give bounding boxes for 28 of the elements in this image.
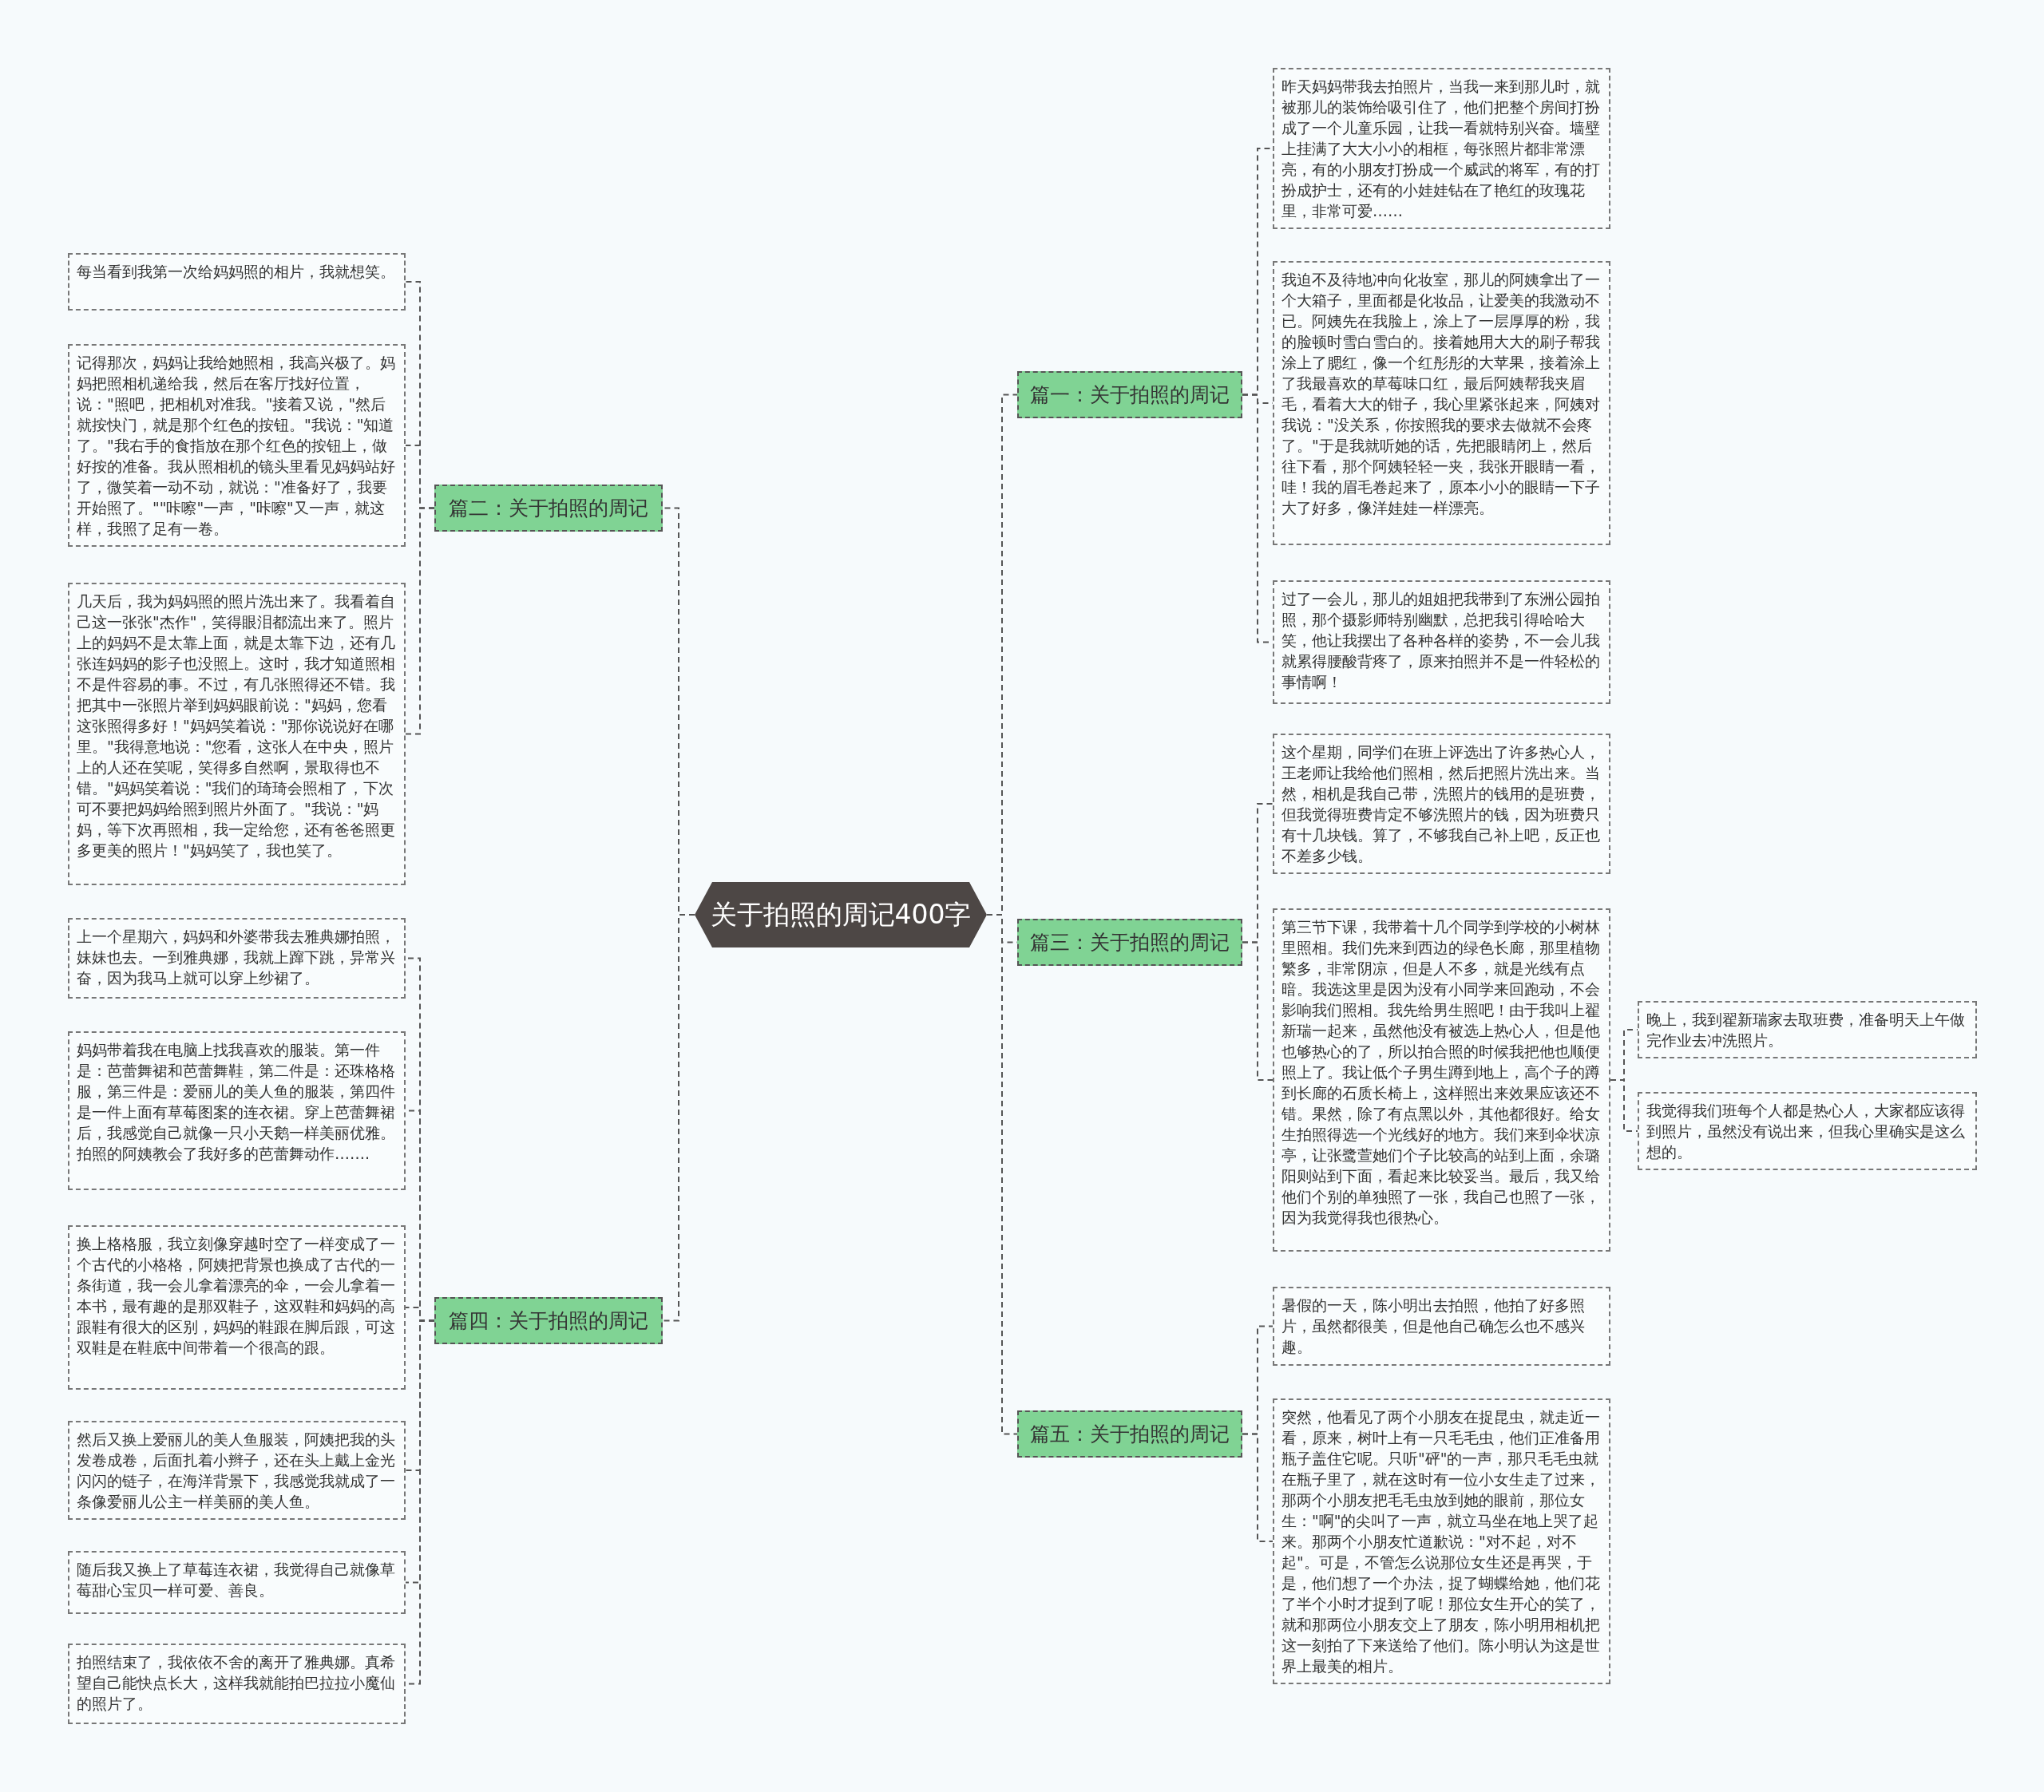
text-box: 然后又换上爱丽儿的美人鱼服装，阿姨把我的头发卷成卷，后面扎着小辫子，还在头上戴上金光闪闪的链子，在海洋背景下，我感觉我就成了一条像爱丽儿公主一样美丽的美人鱼。	[68, 1421, 406, 1520]
text-box: 我迫不及待地冲向化妆室，那儿的阿姨拿出了一个大箱子，里面都是化妆品，让爱美的我激动不已。阿姨先在我脸上，涂上了一层厚厚的粉，我的脸顿时雪白雪白的。接着她用大大的刷子帮我涂上了腮红，像一个红彤彤的大苹果，接着涂上了我最喜欢的草莓味口红，最后阿姨帮我夹眉毛，看着大大的钳子，我心里紧张起来，阿姨对我说："没关系，你按照我的要求去做就不会疼了。"于是我就听她的话，先把眼睛闭上，然后往下看，那个阿姨轻轻一夹，我张开眼睛一看，哇！我的眉毛卷起来了，原本小小的眼睛一下子大了好多，像洋娃娃一样漂亮。	[1273, 261, 1610, 545]
text-box: 晚上，我到翟新瑞家去取班费，准备明天上午做完作业去冲洗照片。	[1638, 1001, 1977, 1058]
connector-line	[1242, 941, 1274, 1081]
branch-box: 篇四：关于拍照的周记	[434, 1297, 663, 1344]
branch-box: 篇五：关于拍照的周记	[1017, 1410, 1242, 1458]
text-box: 每当看到我第一次给妈妈照的相片，我就想笑。	[68, 253, 406, 311]
text-box: 暑假的一天，陈小明出去拍照，他拍了好多照片，虽然都很美，但是他自己确怎么也不感兴趣。	[1273, 1287, 1610, 1366]
branch-box: 篇二：关于拍照的周记	[434, 485, 663, 532]
text-box: 妈妈带着我在电脑上找我喜欢的服装。第一件是：芭蕾舞裙和芭蕾舞鞋，第二件是：还珠格格服，第三件是：爱丽儿的美人鱼的服装，第四件是一件上面有草莓图案的连衣裙。穿上芭蕾舞裙后，我感觉自己就像一只小天鹅一样美丽优雅。拍照的阿姨教会了我好多的芭蕾舞动作…….	[68, 1031, 406, 1190]
connector-line	[405, 507, 435, 735]
text-box: 几天后，我为妈妈照的照片洗出来了。我看着自己这一张张"杰作"，笑得眼泪都流出来了。照片上的妈妈不是太靠上面，就是太靠下边，还有几张连妈妈的影子也没照上。这时，我才知道照相不是件容易的事。不过，有几张照得还不错。我把其中一张照片举到妈妈眼前说："妈妈，您看这张照得多好！"妈妈笑着说："那你说说好在哪里。"我得意地说："您看，这张人在中央，照片上的人还在笑呢，笑得多自然啊，景取得也不错。"妈妈笑着说："我们的琦琦会照相了，下次可不要把妈妈给照到照片外面了。"我说："妈妈，等下次再照相，我一定给您，还有爸爸照更多更美的照片！"妈妈笑了，我也笑了。	[68, 583, 406, 885]
branch-box: 篇一：关于拍照的周记	[1017, 371, 1242, 418]
topic-hexagon: 关于拍照的周记400字	[695, 882, 987, 947]
text-box: 昨天妈妈带我去拍照片，当我一来到那儿时，就被那儿的装饰给吸引住了，他们把整个房间打扮成了一个儿童乐园，让我一看就特别兴奋。墙壁上挂满了大大小小的相框，每张照片都非常漂亮，有的小朋友打扮成一个威武的将军，有的打扮成护士，还有的小娃娃钻在了艳红的玫瑰花里，非常可爱……	[1273, 68, 1610, 229]
connector-line	[1610, 1079, 1638, 1132]
text-box: 随后我又换上了草莓连衣裙，我觉得自己就像草莓甜心宝贝一样可爱、善良。	[68, 1551, 406, 1614]
branch-box: 篇三：关于拍照的周记	[1017, 919, 1242, 966]
text-box: 拍照结束了，我依依不舍的离开了雅典娜。真希望自己能快点长大，这样我就能拍巴拉拉小魔仙的照片了。	[68, 1644, 406, 1724]
text-box: 我觉得我们班每个人都是热心人，大家都应该得到照片，虽然没有说出来，但我心里确实是这么想的。	[1638, 1092, 1977, 1170]
text-box: 过了一会儿，那儿的姐姐把我带到了东洲公园拍照，那个摄影师特别幽默，总把我引得哈哈大笑，他让我摆出了各种各样的姿势，不一会儿我就累得腰酸背疼了，原来拍照并不是一件轻松的事情啊！	[1273, 580, 1610, 704]
text-box: 换上格格服，我立刻像穿越时空了一样变成了一个古代的小格格，阿姨把背景也换成了古代的一条街道，我一会儿拿着漂亮的伞，一会儿拿着一本书，最有趣的是那双鞋子，这双鞋和妈妈的高跟鞋有很大的区别，妈妈的鞋跟在脚后跟，可这双鞋是在鞋底中间带着一个很高的跟。	[68, 1225, 406, 1390]
text-box: 记得那次，妈妈让我给她照相，我高兴极了。妈妈把照相机递给我，然后在客厅找好位置，说："照吧，把相机对准我。"接着又说，"然后就按快门，就是那个红色的按钮。"我说："知道了。"我右手的食指放在那个红色的按钮上，做好按的准备。我从照相机的镜头里看见妈妈站好了，微笑着一动不动，就说："准备好了，我要开始照了。""咔嚓"一声，"咔嚓"又一声，就这样，我照了足有一卷。	[68, 344, 406, 547]
text-box: 这个星期，同学们在班上评选出了许多热心人，王老师让我给他们照相，然后把照片洗出来。当然，相机是我自己带，洗照片的钱用的是班费，但我觉得班费肯定不够洗照片的钱，因为班费只有十几块钱。算了，不够我自己补上吧，反正也不差多少钱。	[1273, 734, 1610, 874]
connector-line	[1242, 1433, 1274, 1542]
text-box: 上一个星期六，妈妈和外婆带我去雅典娜拍照，妹妹也去。一到雅典娜，我就上蹿下跳，异常兴奋，因为我马上就可以穿上纱裙了。	[68, 918, 406, 999]
text-box: 突然，他看见了两个小朋友在捉昆虫，就走近一看，原来，树叶上有一只毛毛虫，他们正准备用瓶子盖住它呢。只听"砰"的一声，那只毛毛虫就在瓶子里了，就在这时有一位小女生走了过来，那两个小朋友把毛毛虫放到她的眼前，那位女生："啊"的尖叫了一声，就立马坐在地上哭了起来。那两个小朋友忙道歉说："对不起，对不起"。可是，不管怎么说那位女生还是再哭，于是，他们想了一个办法，捉了蝴蝶给她，他们花了半个小时才捉到了呢！那位女生开心的笑了，就和那两位小朋友交上了朋友，陈小明用相机把这一刻拍了下来送给了他们。陈小明认为这是世界上最美的相片。	[1273, 1398, 1610, 1684]
text-box: 第三节下课，我带着十几个同学到学校的小树林里照相。我们先来到西边的绿色长廊，那里植物繁多，非常阴凉，但是人不多，就是光线有点暗。我选这里是因为没有小同学来回跑动，不会影响我们照相。我先给男生照吧！由于我叫上翟新瑞一起来，虽然他没有被选上热心人，但是他也够热心的了，所以拍合照的时候我把他也顺便照上了。我让低个子男生蹲到地上，高个子的蹲到长廊的石质长椅上，这样照出来效果应该还不错。果然，除了有点黑以外，其他都很好。给女生拍照得选一个光线好的地方。我们来到伞状凉亭，让张鹭萱她们个子比较高的站到上面，余璐阳则站到下面，看起来比较妥当。最后，我又给他们个别的单独照了一张，我自己也照了一张，因为我觉得我也很热心。	[1273, 908, 1610, 1252]
